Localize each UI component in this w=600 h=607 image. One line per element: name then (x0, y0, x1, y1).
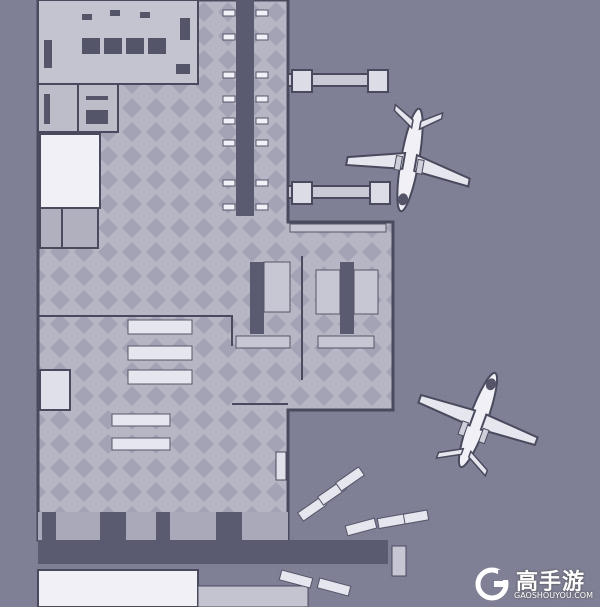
watermark-subtitle: GAOSHOUYOU.COM (514, 591, 594, 600)
jet-bridge-lower (287, 181, 391, 205)
concourse-benches (222, 9, 269, 211)
security-checkpoint-left (235, 261, 291, 349)
counter-row (289, 223, 387, 233)
waiting-seats (111, 319, 193, 451)
security-checkpoint-right (315, 262, 379, 349)
hangar-annex (197, 585, 309, 607)
info-desk[interactable] (39, 369, 71, 411)
hangar-roof (37, 569, 199, 607)
kiosk[interactable] (275, 451, 287, 481)
lounge-tables (44, 10, 190, 74)
corridor-end (391, 545, 407, 577)
concourse-belt (236, 0, 254, 216)
service-room (39, 133, 101, 209)
storage-room (39, 207, 99, 249)
exit-corridor (38, 540, 388, 564)
airplane-upper[interactable] (340, 98, 480, 222)
cargo-carts (278, 466, 430, 597)
airplane-lower[interactable] (403, 352, 554, 488)
jet-bridge-upper (287, 69, 389, 93)
watermark-title: 高手游 (516, 570, 586, 595)
watermark: 高手游 GAOSHOUYOU.COM (478, 564, 596, 604)
G-logo-icon (475, 567, 509, 601)
